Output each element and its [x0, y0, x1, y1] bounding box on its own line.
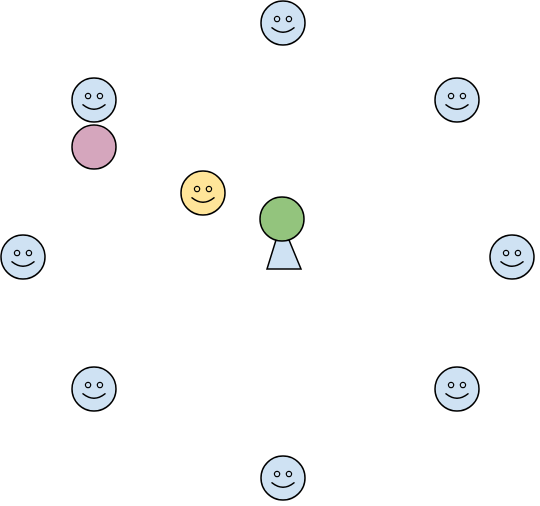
- smiley-face-lower-left: [71, 366, 117, 412]
- smiley-face-bottom: [260, 455, 306, 501]
- smiley-face-yellow: [180, 170, 226, 216]
- right-eye: [285, 15, 293, 23]
- mouth: [500, 261, 524, 267]
- smiley-icon: [71, 366, 117, 412]
- right-eye: [459, 381, 467, 389]
- mouth: [271, 27, 295, 33]
- right-eye: [459, 92, 467, 100]
- right-eye: [25, 249, 33, 257]
- smiley-icon: [260, 0, 306, 46]
- smiley-icon: [260, 455, 306, 501]
- smiley-face-left: [0, 234, 46, 280]
- smiley-face-lower-right: [434, 366, 480, 412]
- smiley-face-top: [260, 0, 306, 46]
- right-eye: [285, 470, 293, 478]
- pink-circle: [71, 124, 117, 170]
- mouth: [271, 482, 295, 488]
- left-eye: [502, 249, 510, 257]
- smiley-face-upper-right: [434, 77, 480, 123]
- left-eye: [273, 470, 281, 478]
- smiley-icon: [489, 234, 535, 280]
- smiley-icon: [71, 77, 117, 123]
- smiley-face-upper-left: [71, 77, 117, 123]
- mouth: [82, 104, 106, 110]
- left-eye: [84, 92, 92, 100]
- left-eye: [447, 92, 455, 100]
- left-eye: [13, 249, 21, 257]
- mouth: [191, 197, 215, 203]
- left-eye: [447, 381, 455, 389]
- smiley-icon: [434, 77, 480, 123]
- mouth: [445, 393, 469, 399]
- right-eye: [514, 249, 522, 257]
- right-eye: [96, 381, 104, 389]
- mouth: [82, 393, 106, 399]
- mouth: [445, 104, 469, 110]
- left-eye: [273, 15, 281, 23]
- smiley-face-right: [489, 234, 535, 280]
- smiley-icon: [0, 234, 46, 280]
- person-head-circle: [259, 196, 305, 242]
- left-eye: [193, 185, 201, 193]
- left-eye: [84, 381, 92, 389]
- right-eye: [205, 185, 213, 193]
- right-eye: [96, 92, 104, 100]
- person-figure: [259, 196, 305, 270]
- smiley-icon: [180, 170, 226, 216]
- smiley-icon: [434, 366, 480, 412]
- mouth: [11, 261, 35, 267]
